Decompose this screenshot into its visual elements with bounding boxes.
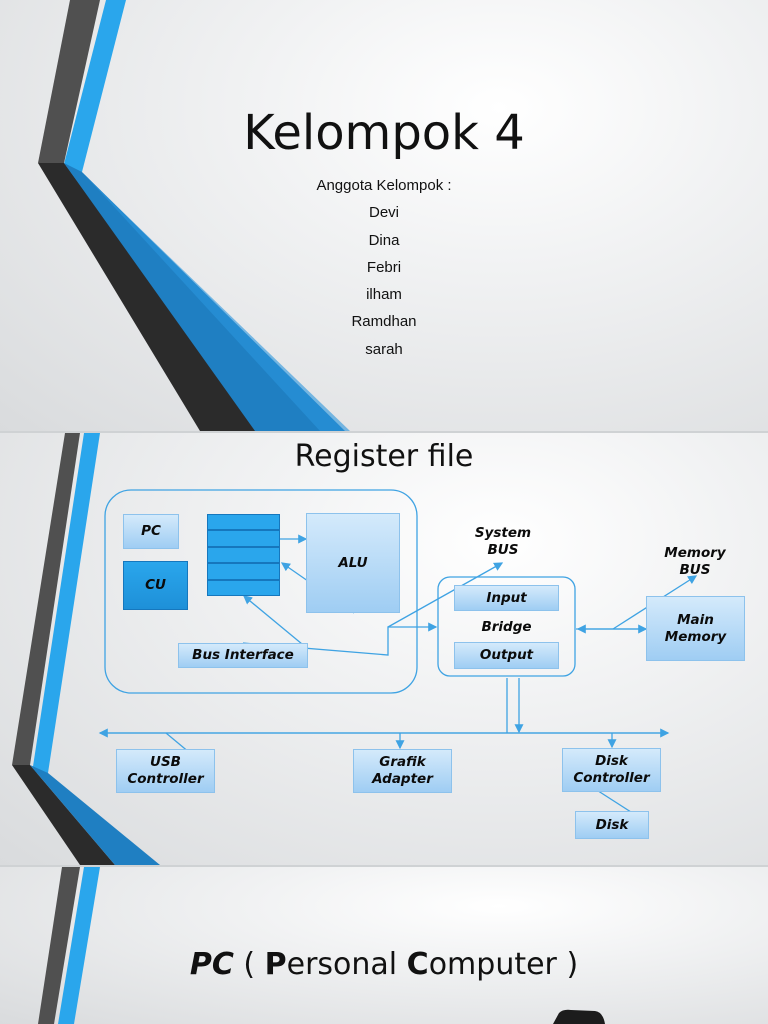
decorative-stripes (38, 867, 100, 1024)
slide-heading: Register file (294, 439, 474, 474)
member-list: Anggota Kelompok : Devi Dina Febri ilham… (0, 176, 768, 367)
member-name: sarah (365, 340, 403, 358)
cu-box: CU (123, 561, 188, 610)
bridge-label: Bridge (481, 619, 532, 635)
pc-register-box: PC (123, 514, 179, 549)
computer-image-fragment (553, 1009, 605, 1024)
slide-register-file: Register file PC CU (0, 433, 768, 865)
decorative-stripes (38, 0, 350, 431)
register-file-stack (207, 514, 280, 596)
slide-heading: PC ( Personal Computer ) (189, 947, 579, 982)
slide-pc: PC ( Personal Computer ) (0, 867, 768, 1024)
slide-title: Kelompok 4 Anggota Kelompok : Devi Dina … (0, 0, 768, 431)
member-name: Ramdhan (351, 313, 417, 331)
member-name: Febri (366, 258, 402, 276)
bridge-outline (437, 576, 576, 677)
slide-title-heading: Kelompok 4 (243, 105, 525, 161)
alu-box: ALU (306, 513, 400, 613)
member-list-heading: Anggota Kelompok : (316, 177, 452, 194)
decorative-stripes (12, 433, 160, 865)
member-name: Devi (368, 204, 399, 222)
cpu-group-outline (104, 489, 418, 694)
member-name: ilham (366, 286, 402, 304)
input-box: Input (454, 585, 559, 611)
disk-box: Disk (575, 811, 649, 839)
bus-interface-box: Bus Interface (178, 643, 308, 668)
output-box: Output (454, 642, 559, 669)
member-name: Dina (368, 231, 400, 249)
